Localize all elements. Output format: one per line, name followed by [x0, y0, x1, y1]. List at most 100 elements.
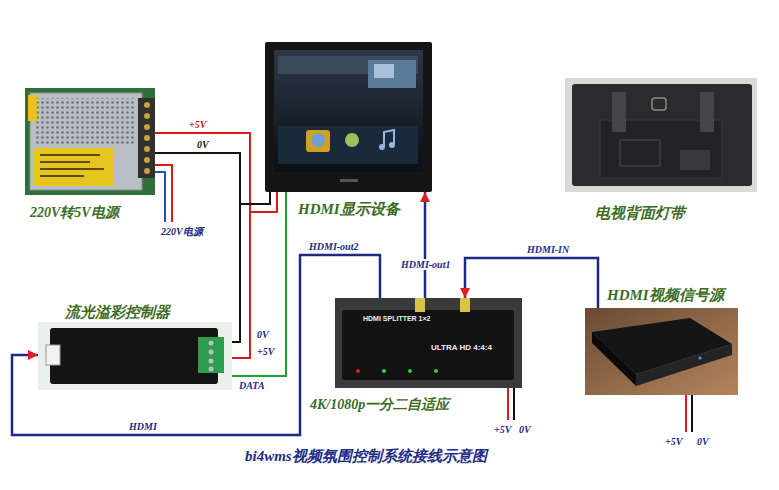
connector-label: HDMI-IN	[526, 244, 570, 255]
pin-name: +5V	[493, 424, 512, 435]
thumbnail	[368, 60, 416, 88]
sticker-line	[40, 175, 84, 177]
photo-ground	[38, 322, 232, 390]
tv-back	[572, 84, 752, 186]
screen	[274, 50, 423, 172]
photo-ground	[585, 308, 738, 395]
diagram-title: bi4wms视频氛围控制系统接线示意图	[245, 447, 487, 465]
power-wire	[685, 395, 687, 432]
source-photo	[585, 308, 738, 395]
controller-case	[50, 328, 218, 384]
panel-outline	[620, 140, 660, 166]
bracket	[680, 150, 710, 170]
tv-back-photo	[565, 78, 757, 192]
power-wire	[232, 192, 286, 376]
terminal-block	[198, 337, 224, 373]
music-icon	[389, 142, 395, 148]
player-front	[636, 344, 732, 386]
power-supply: 220V转5V电源	[25, 88, 155, 195]
device-heading: 4K/1080p一分二自适应	[310, 397, 449, 414]
power-wire	[513, 388, 515, 420]
hdmi-port	[46, 345, 60, 365]
screw	[209, 341, 214, 346]
hdmi-cable	[460, 298, 470, 312]
power-wire	[691, 395, 693, 432]
menu-band	[278, 126, 418, 164]
device-heading: 电视背面灯带	[595, 204, 685, 222]
device-heading: HDMI视频信号源	[607, 286, 724, 304]
display-device: HDMI显示设备	[265, 42, 432, 192]
terminal-block	[138, 98, 155, 178]
led	[382, 369, 386, 373]
power-wire	[155, 133, 277, 212]
led	[356, 369, 360, 373]
screw	[144, 102, 150, 108]
photo-ground	[565, 78, 757, 192]
selected-icon	[306, 130, 330, 152]
power-wire	[155, 133, 250, 358]
hdmi-cable	[424, 192, 427, 298]
metal-casing	[30, 93, 142, 190]
controller-photo	[38, 322, 232, 390]
splitter-photo	[335, 298, 522, 388]
screw	[209, 359, 214, 364]
connector-label: +5V	[188, 119, 207, 130]
splitter-case	[342, 310, 514, 380]
hdmi-cable	[415, 298, 425, 312]
logo-mark	[340, 179, 358, 182]
hdmi-cable	[465, 258, 598, 308]
sticker-line	[40, 168, 104, 170]
connector-label: HDMI-out2	[308, 241, 359, 252]
tv-back-strip: 电视背面灯带	[565, 78, 757, 192]
screw	[209, 350, 214, 355]
sticker-line	[40, 161, 90, 163]
music-icon	[379, 144, 385, 150]
tag	[28, 95, 37, 121]
device-heading: HDMI显示设备	[298, 200, 400, 218]
player-top	[592, 318, 732, 374]
device-heading: 流光溢彩控制器	[65, 303, 170, 321]
photo-ground	[25, 88, 155, 195]
device-heading: 220V转5V电源	[30, 205, 119, 222]
display-photo	[265, 42, 432, 192]
pin-name: 0V	[256, 329, 270, 340]
logo-mark	[652, 98, 666, 110]
player-side	[592, 332, 636, 386]
led	[434, 369, 438, 373]
bezel	[265, 42, 432, 192]
screw	[144, 113, 150, 119]
sticker	[34, 148, 114, 186]
device-print: ULTRA HD 4:4:4	[430, 344, 493, 353]
vent-grille	[36, 98, 136, 144]
screw	[209, 367, 214, 372]
pin-name: +5V	[664, 436, 683, 447]
power-wire	[507, 388, 509, 420]
sticker-line	[40, 154, 100, 156]
connector-label: HDMI-out1	[400, 259, 451, 270]
video-source: HDMI视频信号源	[585, 308, 738, 395]
pin-name: +5V	[256, 346, 275, 357]
led	[699, 357, 702, 360]
connector-label: 0V	[196, 139, 210, 150]
bracket	[612, 92, 626, 132]
pin-name: 0V	[518, 424, 532, 435]
screw	[144, 168, 150, 174]
screw	[144, 146, 150, 152]
screw	[144, 124, 150, 130]
power-supply-photo	[25, 88, 155, 195]
mains-wire	[155, 172, 165, 222]
icon	[345, 133, 359, 147]
connector-label: DATA	[238, 380, 266, 391]
power-input-label: 220V电源	[160, 226, 204, 237]
ambient-controller: 流光溢彩控制器	[38, 322, 232, 390]
photo-ground	[335, 298, 522, 388]
mains-wire	[155, 165, 172, 222]
thumbnail	[374, 64, 394, 78]
bracket	[700, 92, 714, 132]
screw	[144, 157, 150, 163]
device-print: HDMI SPLITTER 1×2	[362, 315, 431, 323]
hdmi-splitter: 4K/1080p一分二自适应	[335, 298, 522, 388]
